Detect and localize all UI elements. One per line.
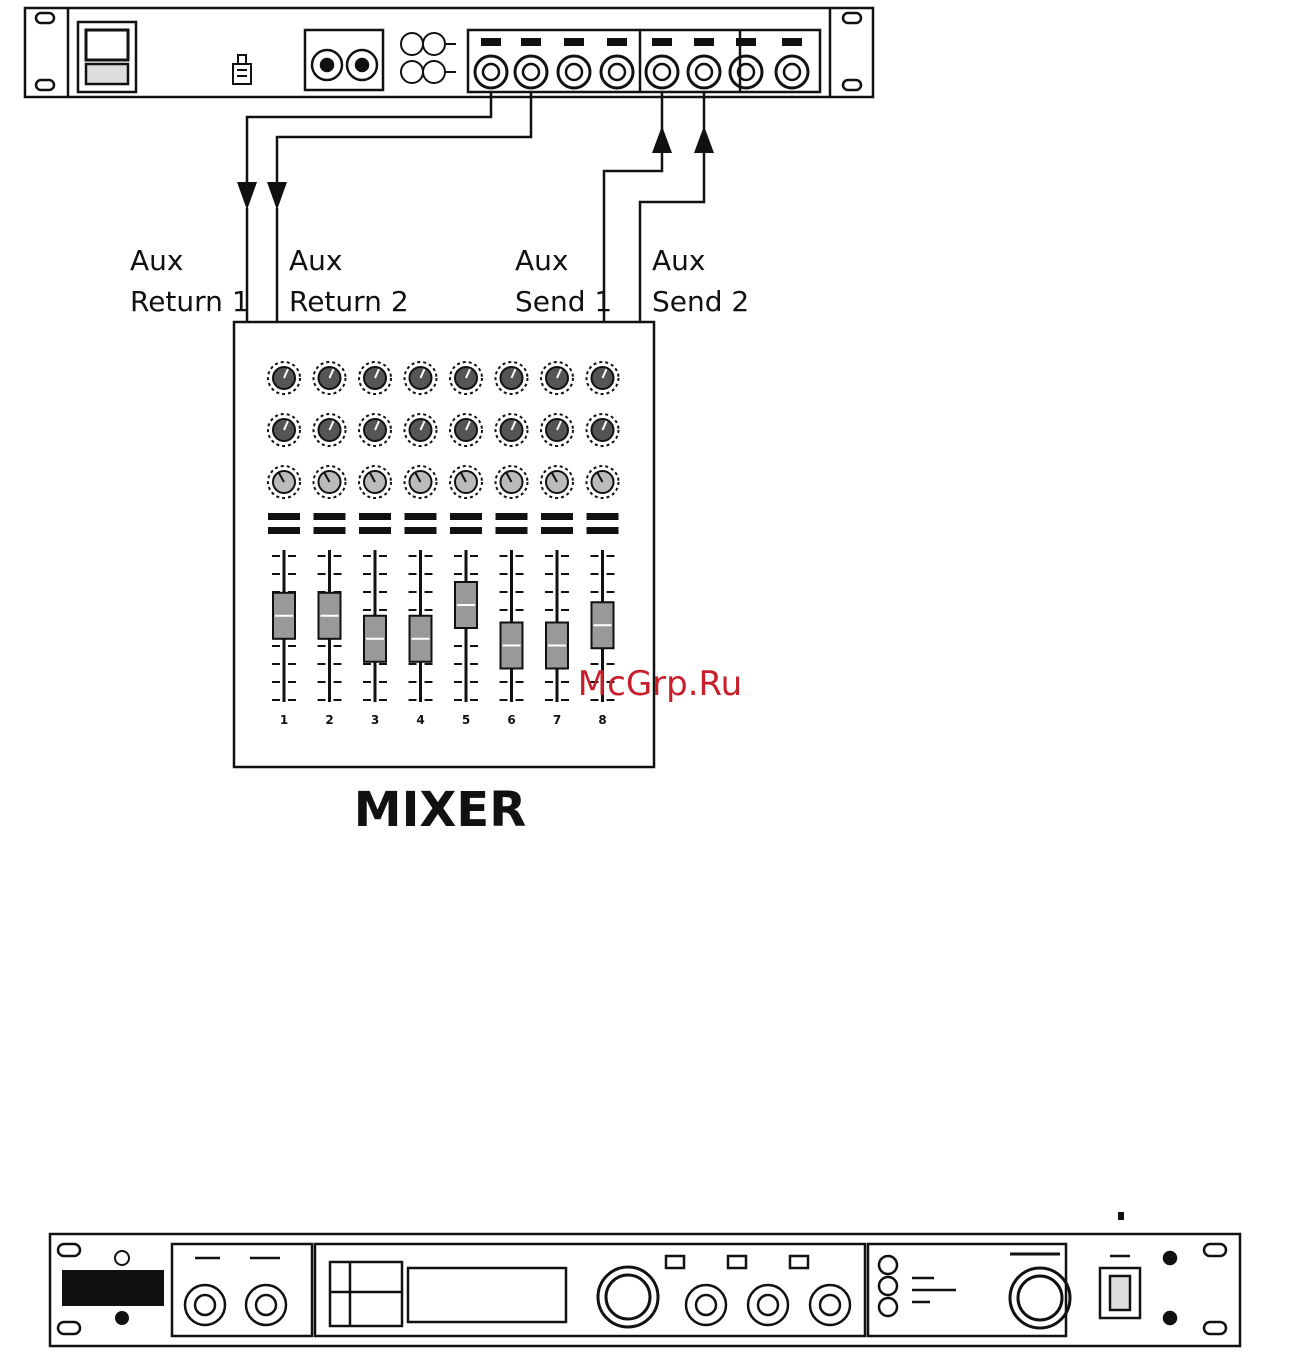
mixer-title: MIXER (354, 782, 526, 838)
aux-return-1-label: Aux Return 1 (130, 244, 250, 318)
pan-knob-icon (496, 466, 528, 498)
knob-icon (268, 362, 300, 394)
jack-socket-icon (515, 38, 547, 88)
channel-number: 1 (280, 713, 288, 727)
channel-strip: 5 (450, 362, 482, 727)
jack-sockets (475, 38, 808, 88)
knob-icon (496, 362, 528, 394)
knob-icon (405, 362, 437, 394)
aux-return-2-label: Aux Return 2 (289, 244, 409, 318)
arrow-up-icon (694, 126, 714, 153)
pan-knob-icon (541, 466, 573, 498)
channel-number: 4 (416, 713, 424, 727)
data-wheel-knob (598, 1267, 658, 1327)
fader (363, 550, 387, 702)
channel-number: 7 (553, 713, 561, 727)
fader-cap (455, 582, 477, 628)
jack-socket-icon (646, 38, 678, 88)
fader-cap (273, 593, 295, 639)
watermark: McGrp.Ru (578, 664, 742, 704)
channel-buttons (268, 513, 300, 534)
knob-icon (450, 414, 482, 446)
channel-number: 6 (507, 713, 515, 727)
pan-knob-icon (359, 466, 391, 498)
channel-strip: 4 (405, 362, 437, 727)
channel-strip: 7 (541, 362, 573, 727)
channel-strip: 1 (268, 362, 300, 727)
output-level-knob (1010, 1254, 1070, 1328)
fader-cap (501, 623, 523, 669)
channel-buttons (587, 513, 619, 534)
channel-strip: 3 (359, 362, 391, 727)
channel-strip: 2 (314, 362, 346, 727)
fader (454, 550, 478, 702)
knob-icon (268, 414, 300, 446)
power-switch (1100, 1212, 1176, 1324)
knob-icon (450, 362, 482, 394)
knob-icon (587, 414, 619, 446)
mixer-channels: 1 2 3 4 5 6 7 8 (268, 362, 619, 727)
rack-unit-rear-panel (25, 8, 873, 97)
channel-number: 3 (371, 713, 379, 727)
channel-buttons (496, 513, 528, 534)
jack-socket-icon (475, 38, 507, 88)
parameter-knobs (666, 1256, 850, 1325)
xlr-inputs (305, 30, 383, 90)
aux-send-2-label: Aux Send 2 (652, 244, 749, 318)
channel-strip: 6 (496, 362, 528, 727)
fader-cap (546, 623, 568, 669)
program-buttons (879, 1256, 956, 1316)
fader (272, 550, 296, 702)
knob-icon (541, 414, 573, 446)
fader-cap (364, 616, 386, 662)
channel-buttons (359, 513, 391, 534)
knob-icon (405, 414, 437, 446)
pan-knob-icon (268, 466, 300, 498)
knob-icon (541, 362, 573, 394)
jack-socket-icon (601, 38, 633, 88)
channel-number: 5 (462, 713, 470, 727)
pan-knob-icon (450, 466, 482, 498)
knob-icon (587, 362, 619, 394)
arrow-down-icon (267, 182, 287, 210)
knob-icon (314, 414, 346, 446)
knob-icon (359, 414, 391, 446)
fader-cap (592, 602, 614, 648)
fader (545, 550, 569, 702)
fuse-icon (233, 55, 251, 84)
signal-arrows (237, 126, 714, 210)
jack-socket-icon (730, 38, 762, 88)
channel-buttons (314, 513, 346, 534)
knob-icon (496, 414, 528, 446)
jack-socket-icon (558, 38, 590, 88)
input-level-knobs (185, 1258, 286, 1325)
arrow-down-icon (237, 182, 257, 210)
midi-ports (401, 33, 456, 83)
brand-logo (62, 1251, 164, 1325)
knob-icon (359, 362, 391, 394)
fader-cap (319, 593, 341, 639)
channel-number: 8 (598, 713, 606, 727)
jack-socket-icon (688, 38, 720, 88)
pan-knob-icon (587, 466, 619, 498)
fader (500, 550, 524, 702)
jack-socket-icon (776, 38, 808, 88)
channel-number: 2 (325, 713, 333, 727)
pan-knob-icon (314, 466, 346, 498)
aux-send-1-label: Aux Send 1 (515, 244, 612, 318)
channel-buttons (450, 513, 482, 534)
fader (318, 550, 342, 702)
arrow-up-icon (652, 126, 672, 153)
knob-icon (314, 362, 346, 394)
fader (409, 550, 433, 702)
fader-cap (410, 616, 432, 662)
pan-knob-icon (405, 466, 437, 498)
channel-buttons (405, 513, 437, 534)
channel-buttons (541, 513, 573, 534)
